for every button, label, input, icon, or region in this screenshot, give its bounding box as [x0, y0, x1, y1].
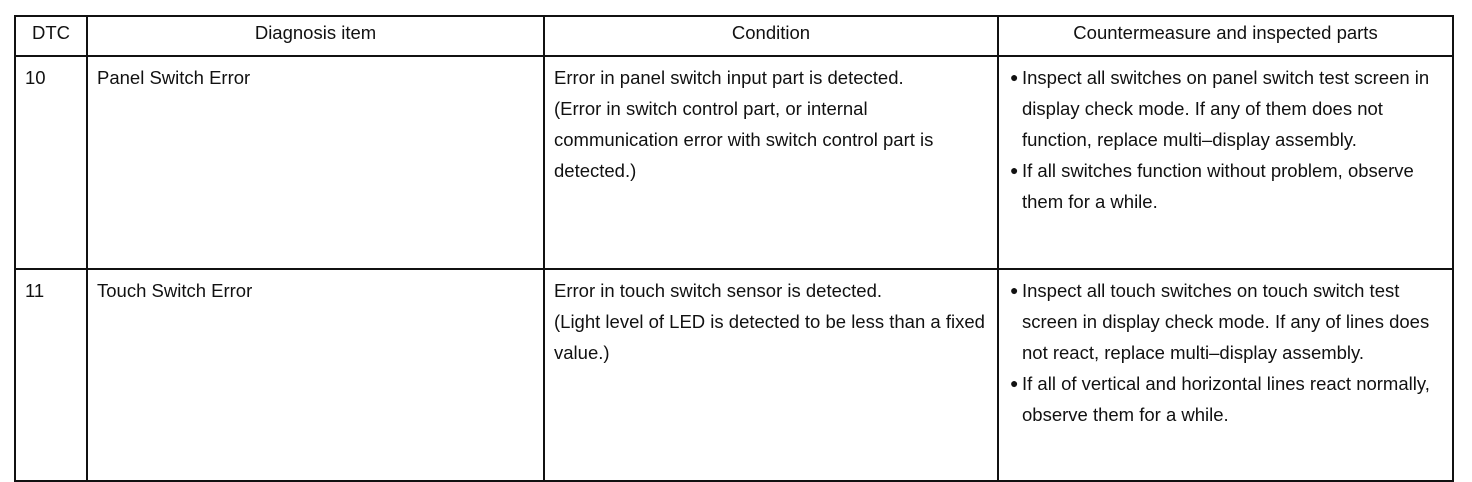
countermeasure-text: Inspect all touch switches on touch swit…: [1022, 280, 1430, 363]
list-item: ● If all switches function without probl…: [1008, 155, 1444, 217]
diagnosis-cell: Panel Switch Error: [86, 55, 545, 270]
header-diagnosis-item: Diagnosis item: [86, 15, 545, 57]
table-row: 10 Panel Switch Error Error in panel swi…: [14, 55, 1454, 270]
diagnosis-item: Panel Switch Error: [97, 67, 251, 88]
condition-cell: Error in panel switch input part is dete…: [543, 55, 999, 270]
table-row: 11 Touch Switch Error Error in touch swi…: [14, 268, 1454, 482]
countermeasure-text: If all switches function without problem…: [1022, 160, 1414, 212]
condition-text: Error in panel switch input part is dete…: [554, 67, 904, 88]
countermeasure-text: Inspect all switches on panel switch tes…: [1022, 67, 1430, 150]
dtc-code: 10: [25, 67, 46, 88]
list-item: ● If all of vertical and horizontal line…: [1008, 368, 1444, 430]
bullet-dot-icon: ●: [1010, 282, 1019, 298]
list-item: ● Inspect all switches on panel switch t…: [1008, 62, 1444, 155]
condition-cell: Error in touch switch sensor is detected…: [543, 268, 999, 482]
countermeasure-list: ● Inspect all touch switches on touch sw…: [1008, 275, 1444, 430]
list-item: ● Inspect all touch switches on touch sw…: [1008, 275, 1444, 368]
diagnostic-trouble-code-table: DTC Diagnosis item Condition Countermeas…: [14, 15, 1454, 482]
header-row: DTC Diagnosis item Condition Countermeas…: [14, 15, 1454, 57]
countermeasure-cell: ● Inspect all touch switches on touch sw…: [997, 268, 1454, 482]
bullet-dot-icon: ●: [1010, 162, 1019, 178]
header-countermeasure: Countermeasure and inspected parts: [997, 15, 1454, 57]
condition-note: (Light level of LED is detected to be le…: [554, 311, 985, 363]
dtc-code: 11: [25, 280, 45, 301]
header-dtc: DTC: [14, 15, 88, 57]
dtc-cell: 10: [14, 55, 88, 270]
diagnosis-cell: Touch Switch Error: [86, 268, 545, 482]
countermeasure-cell: ● Inspect all switches on panel switch t…: [997, 55, 1454, 270]
diagnosis-item: Touch Switch Error: [97, 280, 253, 301]
countermeasure-list: ● Inspect all switches on panel switch t…: [1008, 62, 1444, 217]
dtc-cell: 11: [14, 268, 88, 482]
condition-note: (Error in switch control part, or intern…: [554, 98, 934, 181]
condition-text: Error in touch switch sensor is detected…: [554, 280, 883, 301]
header-condition: Condition: [543, 15, 999, 57]
bullet-dot-icon: ●: [1010, 69, 1019, 85]
countermeasure-text: If all of vertical and horizontal lines …: [1022, 373, 1430, 425]
bullet-dot-icon: ●: [1010, 375, 1019, 391]
